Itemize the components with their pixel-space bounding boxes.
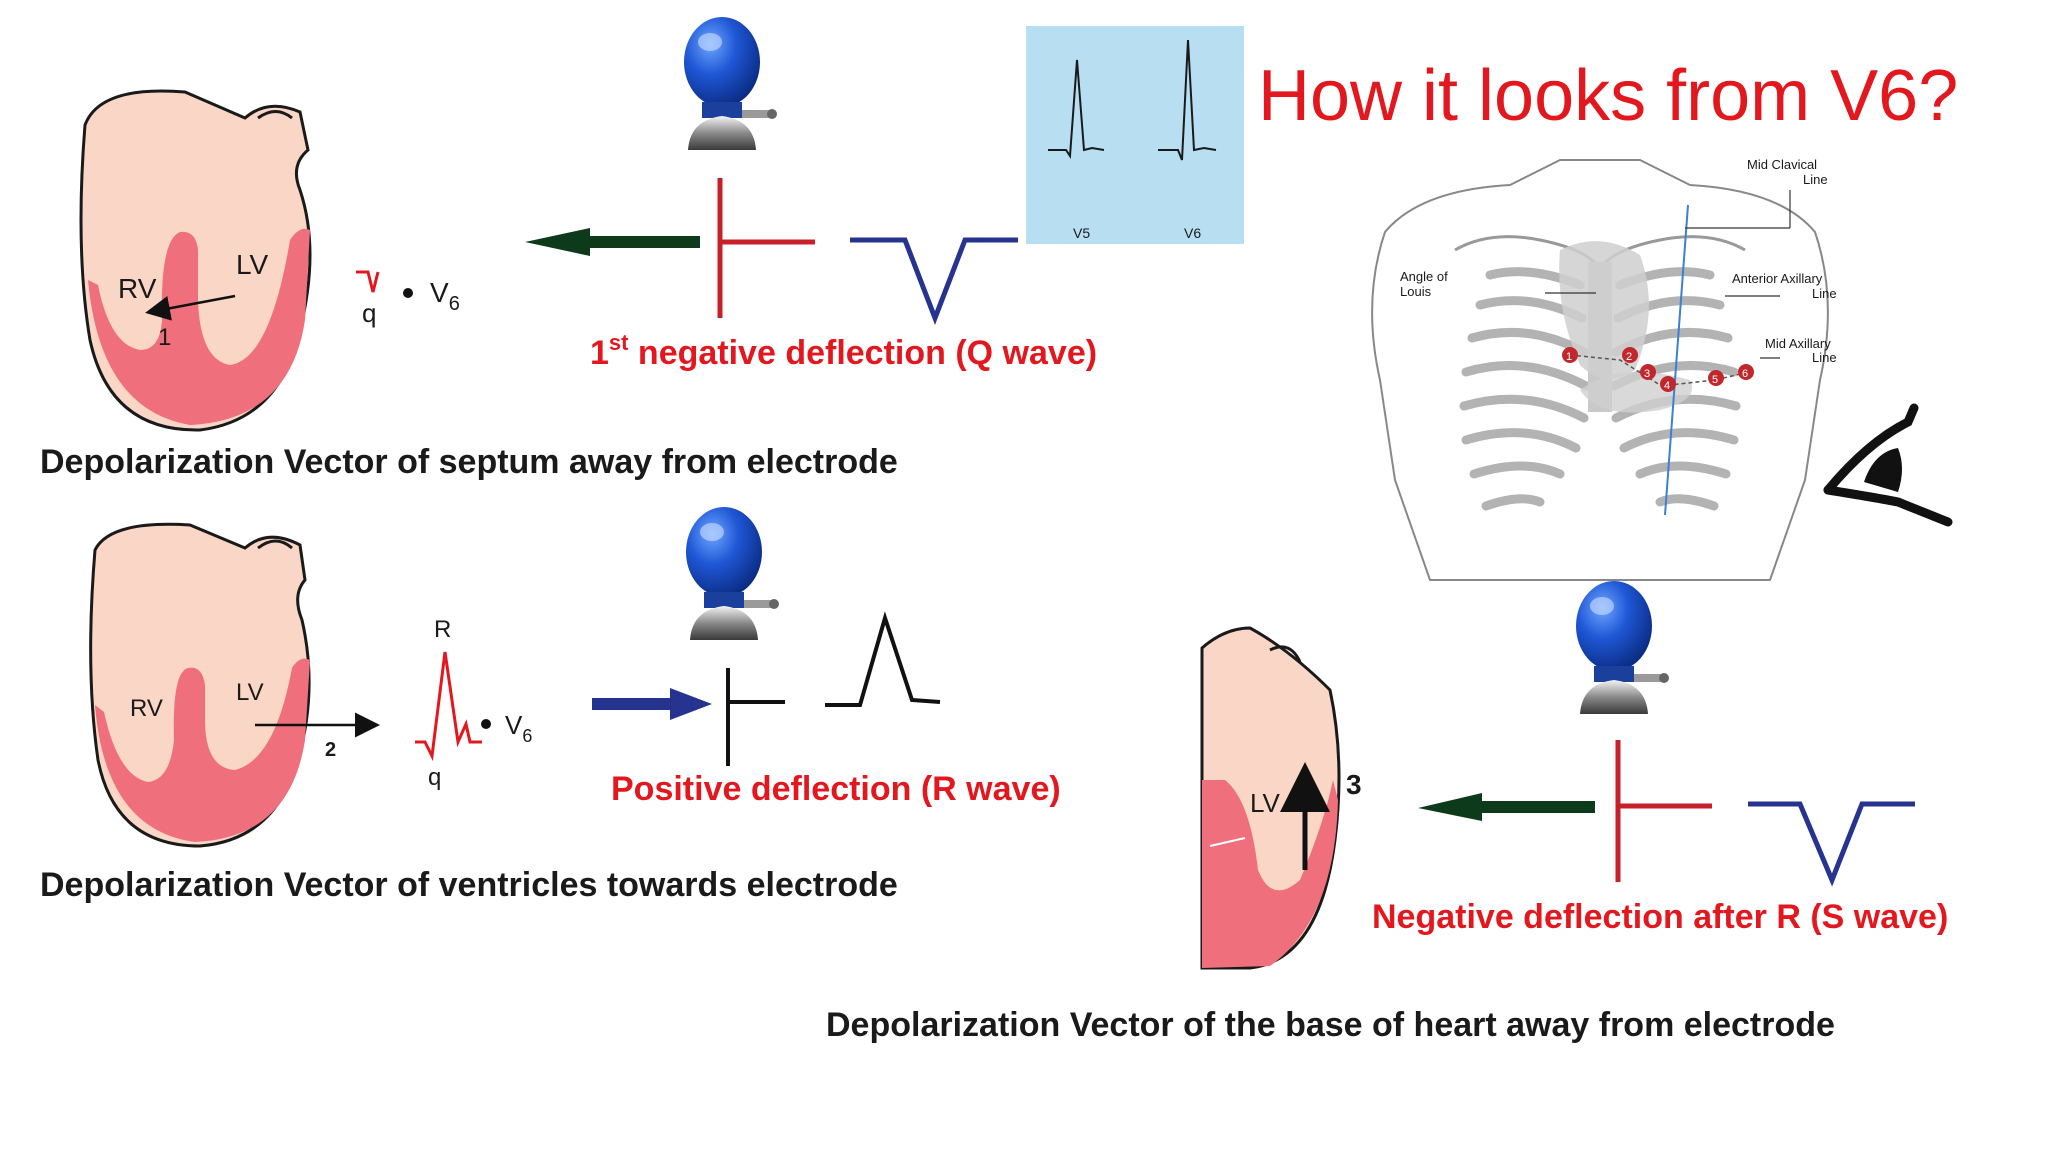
caption-2: Depolarization Vector of ventricles towa…: [40, 866, 898, 904]
panel-base: LV 3 Negative deflection after R (S wave…: [826, 581, 1948, 1044]
heart-diagram-2: RV LV 2: [89, 522, 380, 848]
electrode-6-marker: 6: [1738, 364, 1754, 380]
caption-1: Depolarization Vector of septum away fro…: [40, 443, 898, 481]
svg-text:4: 4: [1664, 380, 1670, 392]
vector-arrow-away-1: [525, 228, 700, 256]
lv-label-1: LV: [236, 249, 268, 280]
small-q-wave-1: [356, 270, 380, 293]
lv-label-2: LV: [236, 679, 264, 706]
label-mid-axillary-2: Line: [1812, 350, 1837, 365]
ecg-trace-v6: [1158, 39, 1217, 161]
electrode-1-marker: 1: [1562, 347, 1578, 363]
label-angle-1: Angle of: [1400, 269, 1448, 284]
svg-text:3: 3: [1644, 368, 1650, 380]
panel-ventricles: RV LV 2 R q V6 Positive deflection (R wa…: [40, 507, 1061, 904]
panel-septum: RV LV 1 q V6 1st negative deflection (Q …: [40, 17, 1097, 481]
ecg-panel-v5-v6: V5 V6: [1026, 26, 1244, 244]
label-mid-clavical-1: Mid Clavical: [1747, 157, 1817, 172]
deflection-label-3: Negative deflection after R (S wave): [1372, 898, 1948, 936]
vector-number-3: 3: [1346, 769, 1362, 800]
electrode-bulb-icon: [1576, 581, 1669, 714]
q-label-2: q: [428, 764, 441, 791]
electrode-3-marker: 3: [1640, 364, 1656, 380]
page-title: How it looks from V6?: [1258, 56, 1958, 136]
svg-text:6: 6: [1742, 368, 1748, 380]
vector-arrow-away-3: [1418, 793, 1595, 821]
electrode-bulb-icon: [684, 17, 777, 150]
ecg-trace-v5: [1048, 59, 1105, 159]
q-label-1: q: [362, 298, 376, 328]
septal-vector-arrow: [145, 294, 236, 321]
label-angle-2: Louis: [1400, 284, 1432, 299]
r-wave-trace: [825, 611, 941, 707]
heart-diagram-3: LV 3: [1200, 626, 1362, 970]
svg-text:1: 1: [1566, 351, 1572, 363]
q-wave-trace: [850, 237, 1018, 325]
label-anterior-2: Line: [1812, 286, 1837, 301]
electrode-5-marker: 5: [1708, 370, 1724, 386]
label-mid-clavical-2: Line: [1803, 172, 1828, 187]
chest-lead-diagram: Mid Clavical Line Angle of Louis Anterio…: [1371, 157, 1837, 581]
label-anterior-1: Anterior Axillary: [1732, 271, 1823, 286]
qr-wave-mini: [415, 651, 482, 762]
electrode-4-marker: 4: [1660, 376, 1676, 392]
s-wave-trace: [1748, 801, 1915, 887]
label-mid-axillary-1: Mid Axillary: [1765, 336, 1831, 351]
v6-label-2: V6: [505, 710, 532, 746]
v6-dot-1: [403, 288, 413, 298]
deflection-label-1: 1st negative deflection (Q wave): [590, 330, 1097, 372]
rv-label-2: RV: [130, 695, 163, 722]
caption-3: Depolarization Vector of the base of hea…: [826, 1006, 1835, 1044]
ecg-lead-v6: V6: [1184, 225, 1201, 241]
ecg-lead-v5: V5: [1073, 225, 1090, 241]
heart-diagram-1: RV LV 1: [79, 89, 312, 432]
svg-text:2: 2: [1626, 351, 1632, 363]
vector-number-1: 1: [158, 324, 171, 351]
vector-number-2: 2: [325, 739, 336, 761]
deflection-label-2: Positive deflection (R wave): [611, 770, 1061, 808]
electrode-bulb-icon: [686, 507, 779, 640]
vector-arrow-toward-2: [592, 688, 712, 720]
electrode-2-marker: 2: [1622, 347, 1638, 363]
mid-clavicular-line: [1664, 204, 1689, 516]
v6-label-1: V6: [430, 277, 460, 315]
eye-icon: [1823, 403, 1953, 527]
rv-label-1: RV: [118, 273, 157, 304]
lv-label-3: LV: [1250, 788, 1281, 818]
v6-dot-2: [481, 719, 491, 729]
svg-text:5: 5: [1712, 374, 1718, 386]
r-label: R: [434, 616, 451, 643]
